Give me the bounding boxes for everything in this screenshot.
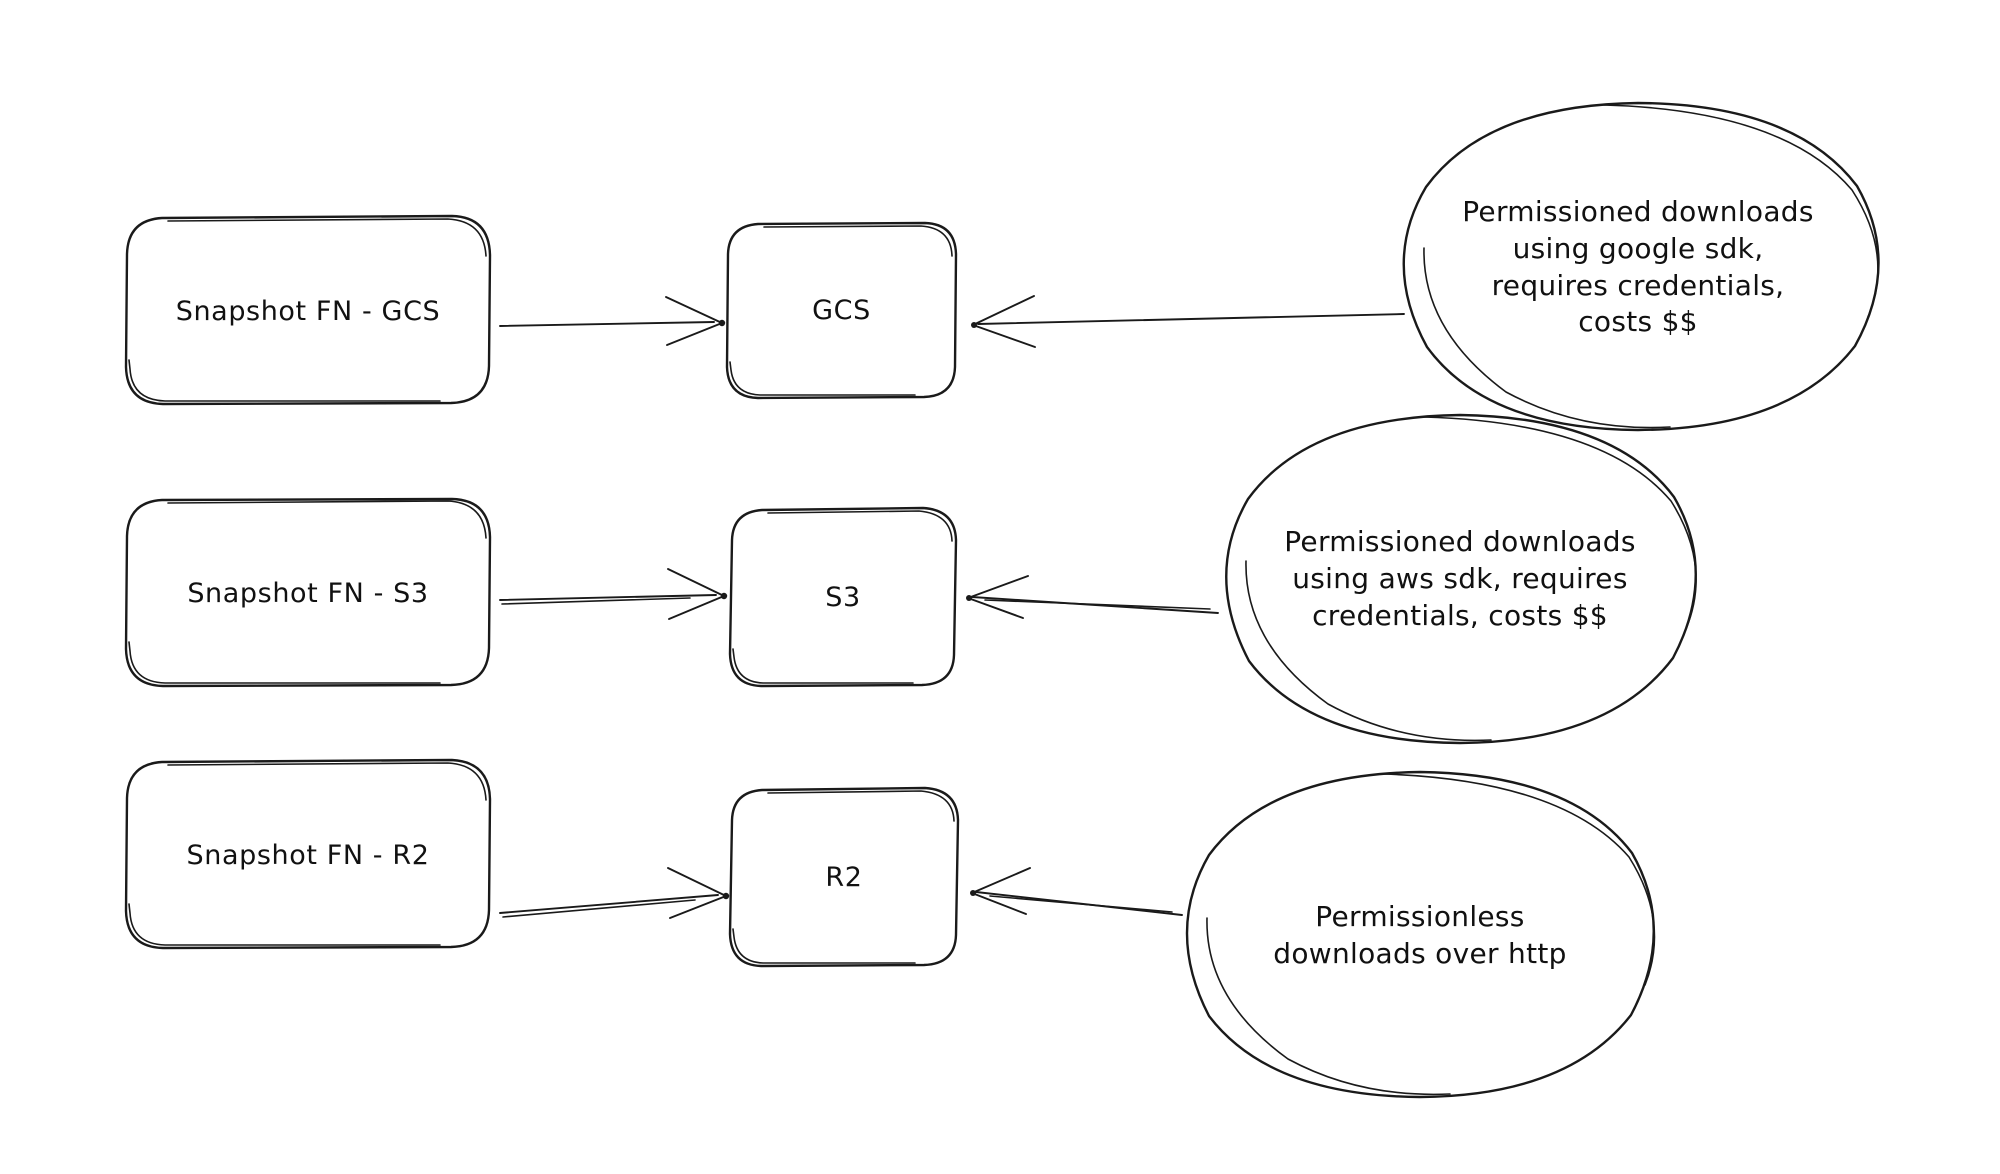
edge-r2-note-to-r2 xyxy=(970,867,1183,916)
bubble-gcs-note-shape[interactable] xyxy=(1402,101,1880,432)
node-s3-shape[interactable] xyxy=(728,506,958,688)
node-r2-shape[interactable] xyxy=(728,786,960,968)
node-gcs-shape[interactable] xyxy=(725,221,958,400)
node-snapshot-fn-r2-shape[interactable] xyxy=(124,758,492,950)
node-snapshot-fn-gcs-shape[interactable] xyxy=(124,214,492,406)
edge-gcs-note-to-gcs xyxy=(971,295,1405,348)
edge-s3-note-to-s3 xyxy=(966,575,1219,619)
bubble-r2-note-shape[interactable] xyxy=(1185,770,1656,1099)
bubble-s3-note-shape[interactable] xyxy=(1225,413,1697,745)
edge-snapshot-gcs-to-gcs xyxy=(499,296,726,346)
edge-snapshot-s3-to-s3 xyxy=(499,568,728,620)
node-snapshot-fn-s3-shape[interactable] xyxy=(124,497,492,688)
edge-snapshot-r2-to-r2 xyxy=(499,867,730,919)
